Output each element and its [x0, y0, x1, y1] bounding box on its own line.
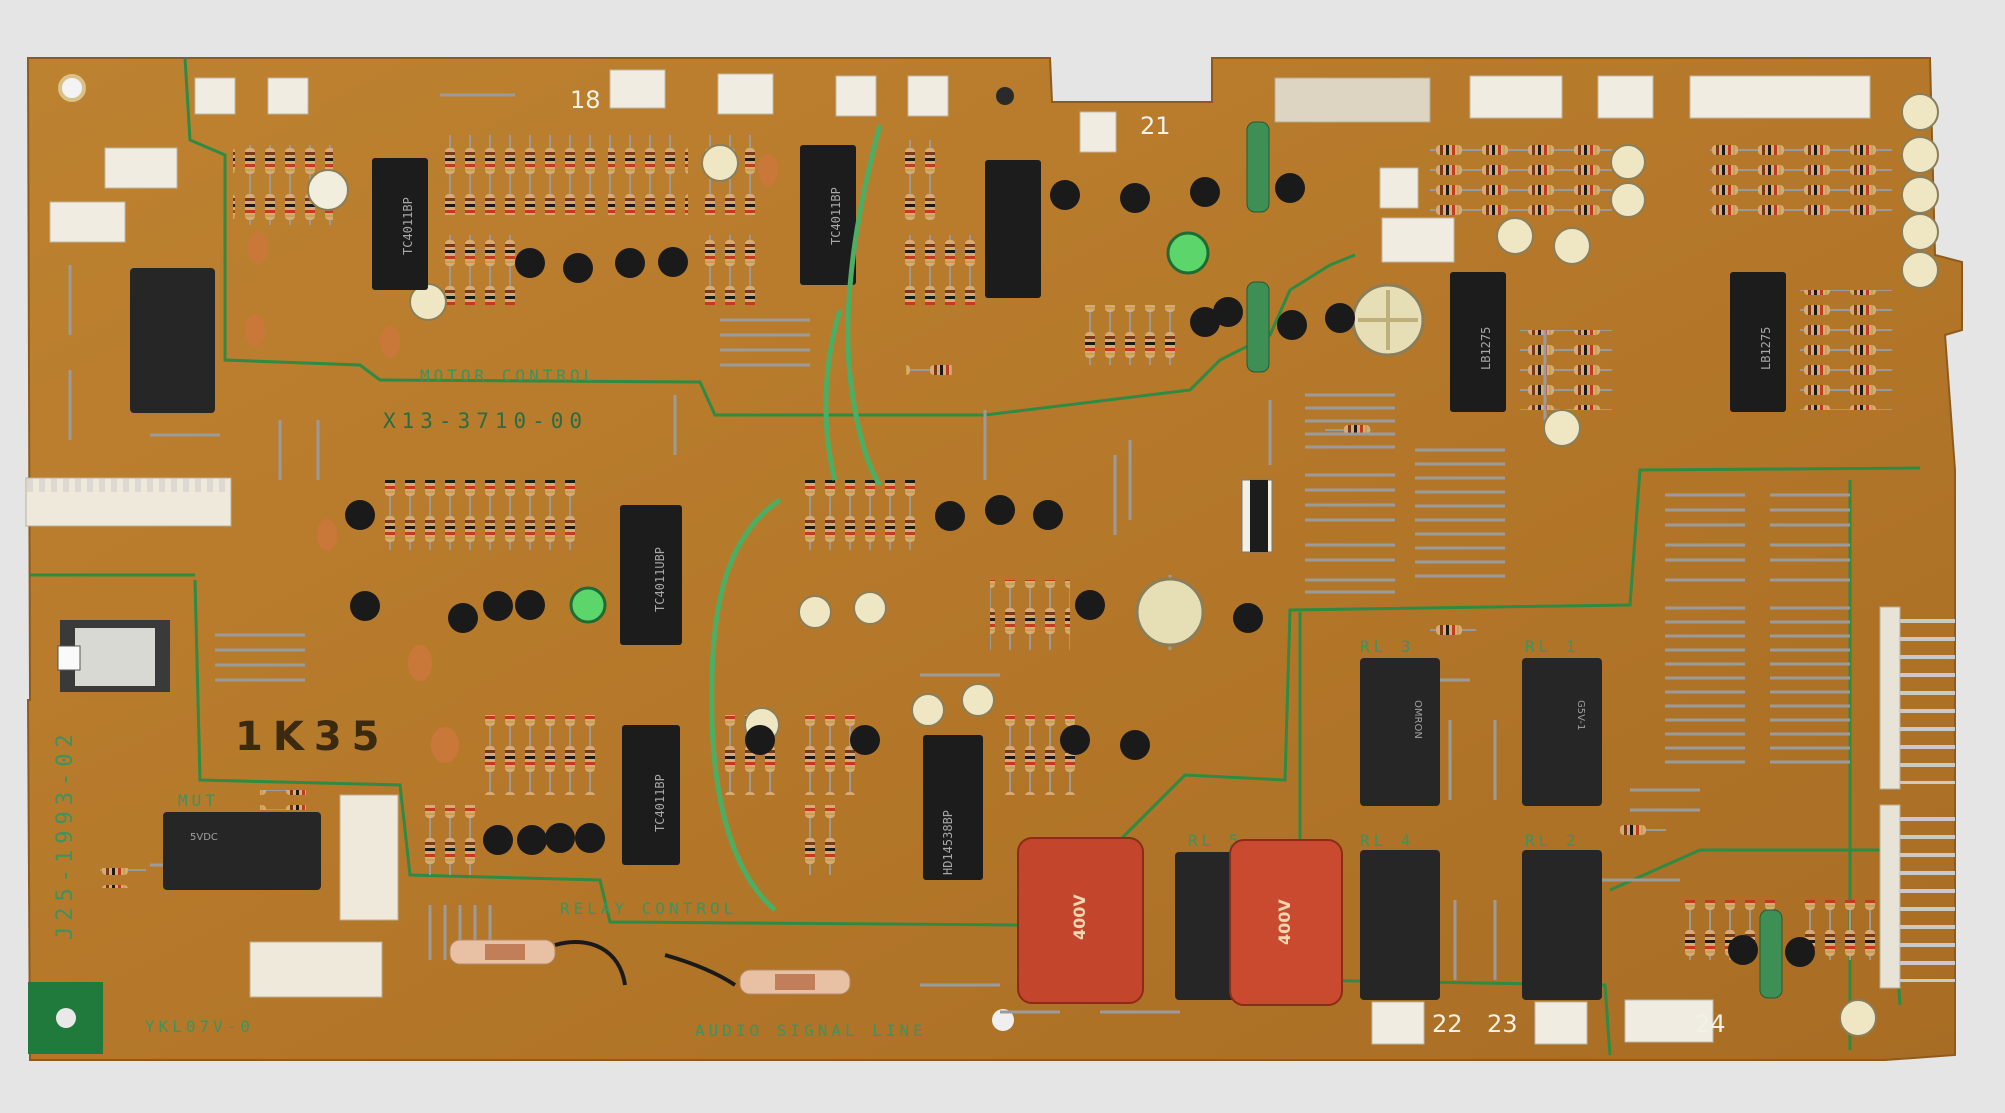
relay-print-voltage: 5VDC	[190, 832, 218, 843]
relay-control-label: RELAY CONTROL	[560, 899, 737, 918]
motor-control-label: MOTOR CONTROL	[420, 366, 597, 385]
capacitor-print-left: 400V	[1070, 894, 1089, 940]
connector-number-22: 22	[1432, 1010, 1463, 1038]
green-jumper-wires	[709, 124, 883, 912]
capacitor-print-right: 400V	[1275, 899, 1294, 945]
chip-print-2: TC4011BP	[829, 187, 843, 245]
corner-code-label: YKL07V-0	[145, 1017, 254, 1036]
chip-print-1: TC4011BP	[401, 197, 415, 255]
top-connectors	[49, 69, 1871, 263]
relay-label-rl5: RL 5	[1188, 831, 1243, 850]
glass-diodes	[449, 939, 851, 995]
connector-number-23: 23	[1487, 1010, 1518, 1038]
side-connectors	[25, 477, 1714, 1045]
chip-print-6: LB1275	[1479, 327, 1493, 370]
integrated-circuits: TC4011BP TC4011BP TC4011UBP TC4011BP HD1…	[372, 145, 1786, 880]
relays: OMRON G5V-1 5VDC	[130, 268, 1602, 1000]
relay-label-rl2: RL 2	[1525, 831, 1580, 850]
relay-label-mut: MUT	[178, 791, 219, 810]
connector-number-24: 24	[1695, 1010, 1726, 1038]
transistors	[345, 173, 1815, 967]
relay-label-rl3: RL 3	[1360, 637, 1415, 656]
capacitors	[245, 93, 1939, 1037]
chip-print-7: LB1275	[1759, 327, 1773, 370]
chip-print-5: HD14538BP	[941, 810, 955, 875]
chip-print-3: TC4011UBP	[653, 547, 667, 612]
relay-print-model: G5V-1	[1575, 700, 1586, 730]
audio-signal-line-label: AUDIO SIGNAL LINE	[695, 1021, 927, 1040]
relay-label-rl4: RL 4	[1360, 831, 1415, 850]
film-capacitors: 400V 400V	[1017, 837, 1343, 1006]
relay-print-brand: OMRON	[1412, 700, 1423, 739]
ink-marking: 1K35	[235, 714, 390, 760]
chip-print-4: TC4011BP	[653, 774, 667, 832]
relay-label-rl1: RL 1	[1525, 637, 1580, 656]
connector-number-21: 21	[1140, 112, 1171, 140]
push-switch	[57, 620, 170, 692]
connector-number-18: 18	[570, 86, 601, 114]
part-number-label: X13-3710-00	[383, 409, 588, 433]
jumper-wires	[68, 93, 1850, 1014]
side-code-label: J25-1993-02	[53, 728, 78, 940]
